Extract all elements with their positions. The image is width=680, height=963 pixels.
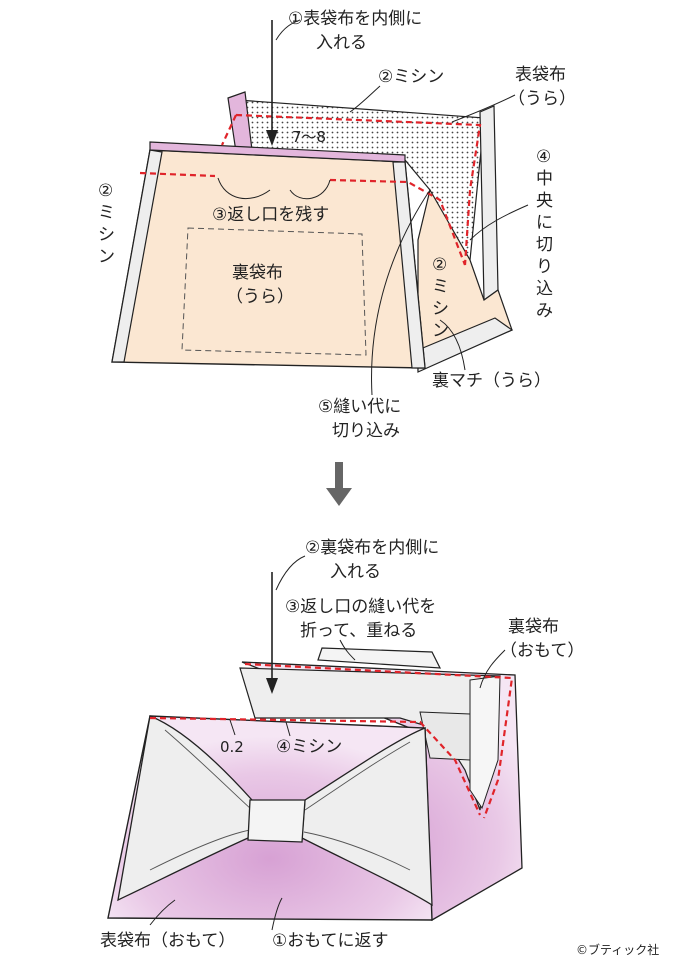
inner-pocket: [419, 711, 471, 761]
svg-text:ン: ン: [432, 321, 449, 341]
svg-text:央: 央: [536, 191, 553, 211]
leader-7-8: [217, 177, 331, 200]
bottom-step3-line2: 折って、重ねる: [300, 621, 417, 641]
top-outer-fabric-line2: （うら）: [508, 89, 576, 109]
svg-text:シ: シ: [432, 299, 449, 319]
svg-text:ミ: ミ: [98, 203, 115, 223]
top-step1-line1: ①表袋布を内側に: [288, 9, 422, 29]
interior-guide-rect: [181, 227, 367, 356]
bottom-margin-label: 0.2: [220, 738, 244, 756]
leader-bottom-step2: [275, 555, 306, 591]
svg-text:ン: ン: [98, 247, 115, 267]
top-lining-line2: （うら）: [226, 287, 294, 307]
svg-text:み: み: [536, 301, 553, 321]
leader-step1-bottom: [271, 897, 283, 931]
copyright-text: ©ブティック社: [576, 942, 659, 957]
top-lining-line1: 裏袋布: [232, 262, 283, 283]
top-step2-label: ②ミシン: [378, 67, 444, 87]
bottom-outer-front-label: 表袋布（おもて）: [100, 931, 235, 951]
leader-margin: [229, 719, 236, 736]
transition-arrow: [326, 462, 352, 506]
leader-lining-front: [479, 649, 506, 689]
stitch-line-left-back: [221, 114, 237, 146]
svg-text:に: に: [536, 213, 553, 233]
top-step4-vertical: ④ 中 央 に 切 り 込 み: [536, 147, 553, 321]
leader-step1: [275, 19, 301, 41]
leader-gusset: [439, 319, 466, 371]
stitch-line-front: [139, 171, 467, 266]
bottom-step2-line1: ②裏袋布を内側に: [305, 537, 439, 558]
bottom-illustration: ②裏袋布を内側に 入れる ③返し口の縫い代を 折って、重ねる 裏袋布 （おもて）…: [100, 537, 659, 957]
leader-outer-front: [149, 899, 176, 926]
bottom-stitch-back: [244, 662, 514, 819]
front-top-edge: [149, 141, 406, 163]
bottom-step3-line1: ③返し口の縫い代を: [285, 597, 436, 617]
front-left-border: [111, 149, 163, 363]
top-illustration: ①表袋布を内側に 入れる ②ミシン 表袋布 （うら） 7〜8 ③返し口を残す 裏…: [98, 9, 576, 441]
leader-step2-top: [349, 85, 381, 113]
svg-text:④: ④: [536, 147, 551, 167]
top-gusset-label: 裏マチ（うら）: [432, 370, 551, 391]
arrowhead-icon: [266, 678, 278, 694]
top-step1-line2: 入れる: [316, 33, 367, 53]
top-step3-label: ③返し口を残す: [212, 205, 329, 225]
top-step2-left-vertical: ② ミ シ ン: [98, 181, 115, 267]
top-step5-line2: 切り込み: [332, 421, 400, 441]
lining-fold-flap: [317, 647, 442, 669]
svg-text:中: 中: [536, 169, 553, 189]
bottom-lining-line1: 裏袋布: [508, 616, 559, 637]
leader-step5: [371, 189, 431, 396]
front-lining-panel: [111, 149, 426, 369]
bottom-lining-line2: （おもて）: [500, 641, 584, 661]
bottom-step1-label: ①おもてに返す: [272, 931, 389, 951]
arrowhead-icon: [266, 130, 278, 146]
svg-text:②: ②: [432, 255, 447, 275]
bottom-step4-label: ④ミシン: [276, 737, 342, 757]
bow-knot: [247, 799, 306, 843]
svg-text:込: 込: [536, 279, 553, 299]
back-right-strip: [479, 105, 499, 302]
svg-text:ミ: ミ: [432, 277, 449, 297]
svg-text:り: り: [536, 257, 553, 277]
top-measure-label: 7〜8: [292, 128, 326, 146]
top-step5-line1: ⑤縫い代に: [318, 397, 401, 417]
leader-step4-bottom: [285, 721, 291, 737]
leader-bottom-step3: [339, 639, 356, 661]
bow-pleats: [149, 729, 411, 871]
leader-step4: [469, 204, 529, 241]
svg-text:切: 切: [536, 235, 553, 255]
stitch-line-back: [235, 113, 482, 266]
leader-outer-fabric: [451, 94, 516, 123]
bottom-stitch-front: [149, 716, 482, 816]
bottom-step2-line2: 入れる: [330, 562, 381, 582]
top-step2-right-vertical: ② ミ シ ン: [432, 255, 449, 341]
svg-text:シ: シ: [98, 225, 115, 245]
svg-text:②: ②: [98, 181, 113, 201]
top-outer-fabric-line1: 表袋布: [515, 65, 566, 85]
